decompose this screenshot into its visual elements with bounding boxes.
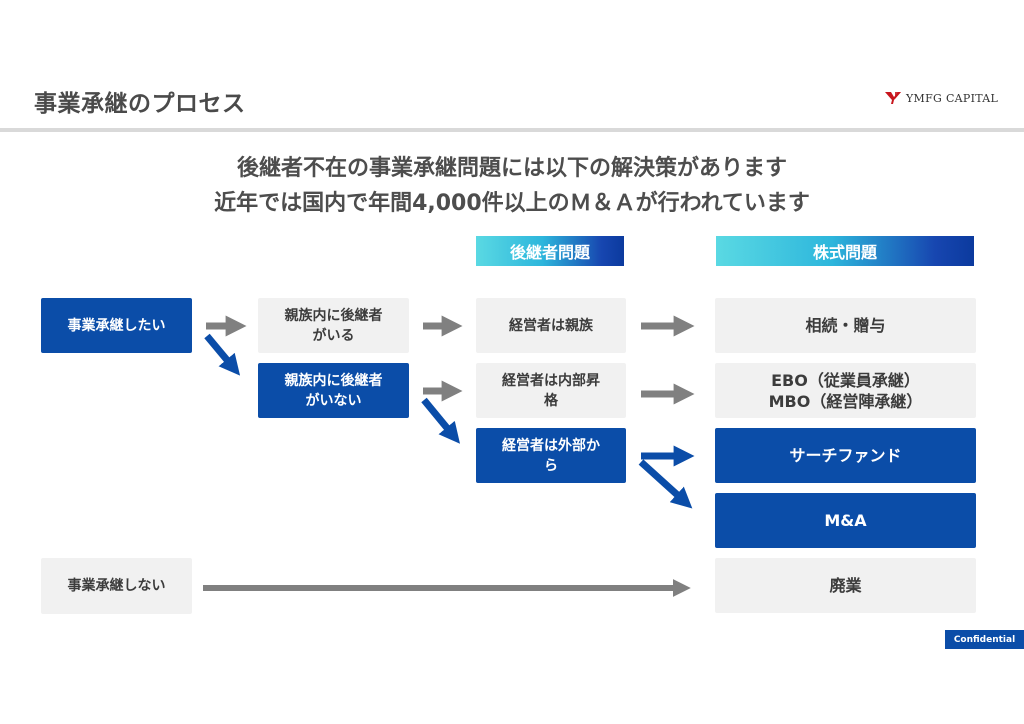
node-label-line: 経営者は内部昇 [502, 372, 600, 389]
node-manager-internal: 経営者は内部昇 格 [476, 363, 626, 418]
node-label-line: 経営者は外部か [502, 437, 600, 454]
ymfg-logo-icon [885, 92, 901, 104]
node-label-line: MBO（経営陣承継） [768, 391, 923, 411]
node-manager-family-label: 経営者は親族 [509, 317, 593, 334]
arrow-manager-external-to-ma [638, 459, 693, 509]
node-label-line: がいる [312, 327, 355, 344]
logo-text: YMFG CAPITAL [906, 91, 999, 105]
node-manager-family: 経営者は親族 [476, 298, 626, 353]
page-title: 事業承継のプロセス [34, 91, 246, 117]
node-inheritance-gift-label: 相続・贈与 [805, 315, 886, 335]
category-stock-issue: 株式問題 [716, 236, 974, 266]
node-family-no-successor: 親族内に後継者 がいない [258, 363, 409, 418]
node-search-fund: サーチファンド [715, 428, 976, 483]
node-no-succession-label: 事業承継しない [67, 578, 166, 594]
node-ma: M&A [715, 493, 976, 548]
node-ebo-mbo: EBO（従業員承継） MBO（経営陣承継） [715, 363, 976, 418]
headline-line-1: 後継者不在の事業承継問題には以下の解決策があります [236, 156, 787, 181]
node-want-succession-label: 事業承継したい [67, 317, 166, 334]
node-closure: 廃業 [715, 558, 976, 613]
node-inheritance-gift: 相続・贈与 [715, 298, 976, 353]
node-ma-label: M&A [824, 510, 867, 530]
confidential-badge: Confidential [945, 630, 1024, 649]
node-label-line: ら [544, 457, 558, 474]
category-successor-issue: 後継者問題 [476, 236, 624, 266]
node-no-succession: 事業承継しない [41, 558, 192, 614]
node-label-line: 親族内に後継者 [284, 307, 383, 324]
node-want-succession: 事業承継したい [41, 298, 192, 353]
node-label-line: 格 [544, 392, 558, 409]
node-label-line: 親族内に後継者 [284, 372, 383, 389]
node-closure-label: 廃業 [829, 575, 862, 595]
node-label-line: がいない [305, 392, 362, 409]
arrow-want-to-no-successor [204, 333, 241, 376]
node-label-line: EBO（従業員承継） [771, 370, 920, 390]
header-divider [0, 128, 1024, 132]
node-search-fund-label: サーチファンド [789, 445, 902, 465]
company-logo: YMFG CAPITAL [884, 91, 998, 105]
node-family-has-successor: 親族内に後継者 がいる [258, 298, 409, 353]
node-manager-external: 経営者は外部か ら [476, 428, 626, 483]
arrow-no-successor-to-manager-external [421, 397, 461, 444]
headline-line-2: 近年では国内で年間4,000件以上のＭ＆Ａが行われています [214, 191, 810, 216]
